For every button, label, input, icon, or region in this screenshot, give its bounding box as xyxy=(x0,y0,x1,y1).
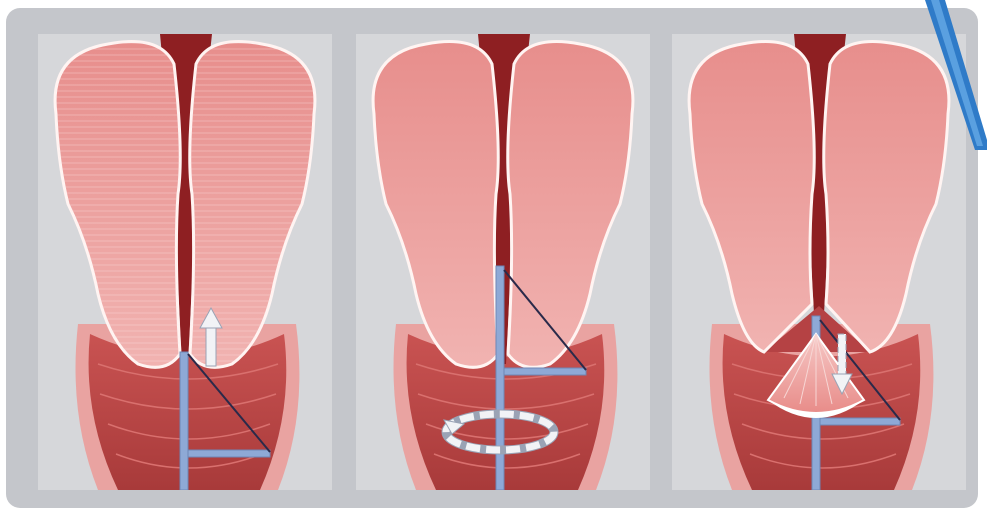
panel-2 xyxy=(356,34,650,490)
panel-1-illustration xyxy=(38,34,332,490)
probe-foot xyxy=(820,418,900,425)
probe-foot xyxy=(504,368,586,375)
probe-foot xyxy=(188,450,270,457)
left-lobe xyxy=(689,42,814,353)
pen-icon xyxy=(925,0,987,150)
left-lobe xyxy=(373,42,498,368)
probe-shaft xyxy=(496,266,504,490)
right-lobe xyxy=(508,42,633,368)
probe-shaft xyxy=(180,352,188,490)
panel-1 xyxy=(38,34,332,490)
panel-2-illustration xyxy=(356,34,650,490)
panel-3-illustration xyxy=(672,34,966,490)
panel-3 xyxy=(672,34,966,490)
